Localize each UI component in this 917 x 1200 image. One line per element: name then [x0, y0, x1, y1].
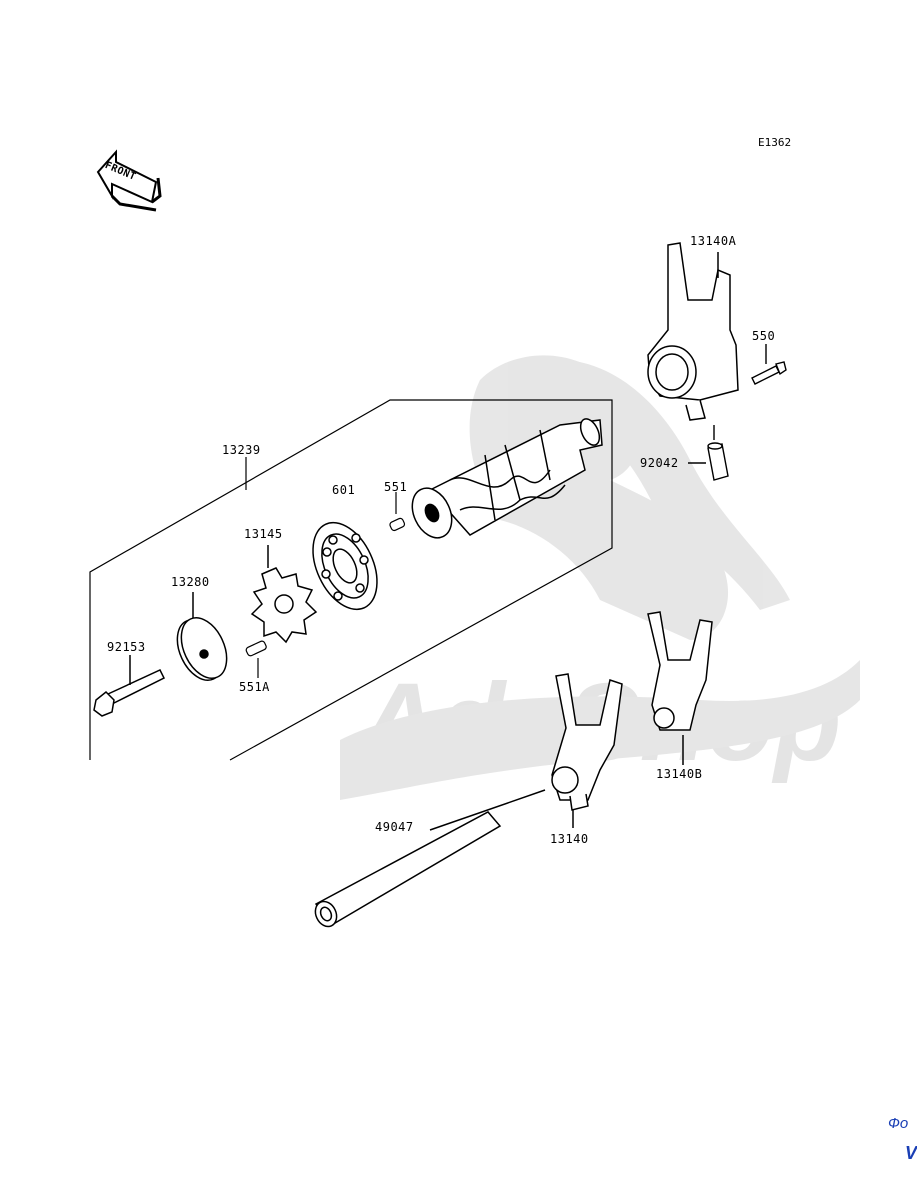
diagram-code: E1362: [758, 136, 792, 149]
corner-text-2: V: [905, 1143, 917, 1163]
front-arrow-icon: [96, 149, 162, 212]
label-13140: 13140: [550, 832, 589, 846]
label-13140a: 13140A: [690, 234, 737, 248]
label-49047: 49047: [375, 820, 414, 834]
label-551a: 551A: [239, 680, 270, 694]
pin-551a: [245, 640, 267, 678]
pin-551: [389, 492, 406, 532]
cam-plate: [176, 592, 228, 681]
shift-fork-13140a: [647, 242, 739, 421]
shift-fork-13140b: [647, 611, 713, 765]
pin-92042: [688, 425, 729, 481]
shift-rod: [314, 789, 546, 928]
shift-drum: [411, 418, 603, 539]
shift-fork-13140: [551, 673, 623, 828]
bolt-550: [751, 344, 787, 385]
label-13140b: 13140B: [656, 767, 703, 781]
assembly-bracket-13239: [89, 399, 613, 761]
corner-text-1: Фо: [888, 1115, 909, 1132]
bolt-92153: [93, 655, 166, 717]
label-13239: 13239: [222, 443, 261, 457]
label-13145: 13145: [244, 527, 283, 541]
label-92042: 92042: [640, 456, 679, 470]
label-550: 550: [752, 329, 776, 343]
label-551: 551: [384, 480, 408, 494]
label-92153: 92153: [107, 640, 146, 654]
label-13280: 13280: [171, 575, 210, 589]
bearing: [312, 521, 378, 611]
label-601: 601: [332, 483, 356, 497]
shift-drum-star: [250, 545, 318, 644]
